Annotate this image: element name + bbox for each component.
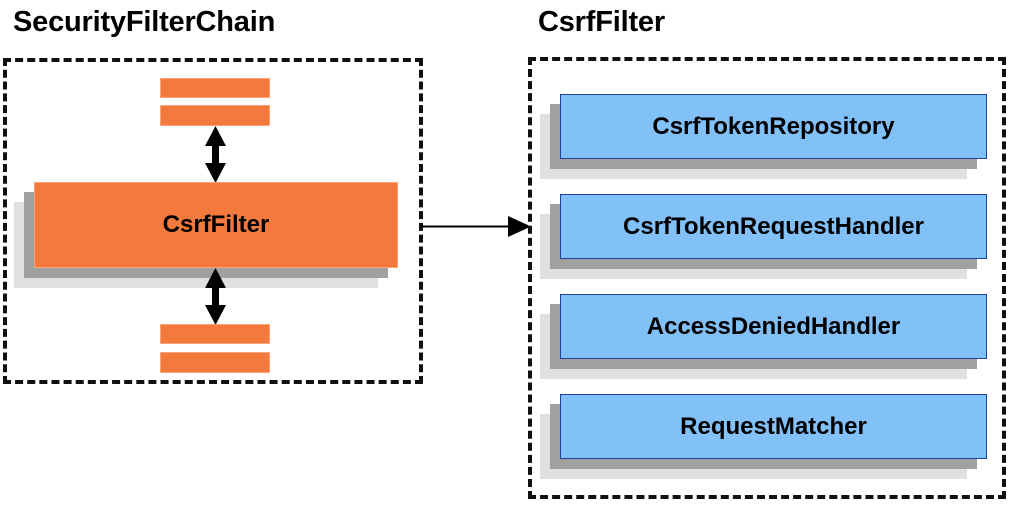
filter-bar-above-2 xyxy=(160,105,270,126)
filter-bar-above-1 xyxy=(160,78,270,98)
arrow-above-csrf-filter xyxy=(204,126,227,183)
csrf-filter-node-label: CsrfFilter xyxy=(34,182,398,268)
csrf-filter-detail-container xyxy=(528,57,1006,499)
collaborator-node-label: RequestMatcher xyxy=(560,394,987,459)
collaborator-node-csrf-token-repository[interactable]: CsrfTokenRepository xyxy=(540,94,987,179)
filter-bar-below-2 xyxy=(160,352,270,373)
csrf-filter-node[interactable]: CsrfFilter xyxy=(14,182,398,288)
collaborator-node-label: AccessDeniedHandler xyxy=(560,294,987,359)
collaborator-node-access-denied-handler[interactable]: AccessDeniedHandler xyxy=(540,294,987,379)
collaborator-node-csrf-token-request-handler[interactable]: CsrfTokenRequestHandler xyxy=(540,194,987,279)
collaborator-node-request-matcher[interactable]: RequestMatcher xyxy=(540,394,987,479)
page-title-security-filter-chain: SecurityFilterChain xyxy=(13,6,276,38)
security-filter-chain-container xyxy=(3,58,423,384)
arrow-below-csrf-filter xyxy=(204,268,227,325)
collaborator-node-label: CsrfTokenRequestHandler xyxy=(560,194,987,259)
filter-bar-below-1 xyxy=(160,324,270,344)
page-title-csrf-filter: CsrfFilter xyxy=(538,6,665,38)
csrf-filter-detail-arrow xyxy=(422,216,532,237)
collaborator-node-label: CsrfTokenRepository xyxy=(560,94,987,159)
